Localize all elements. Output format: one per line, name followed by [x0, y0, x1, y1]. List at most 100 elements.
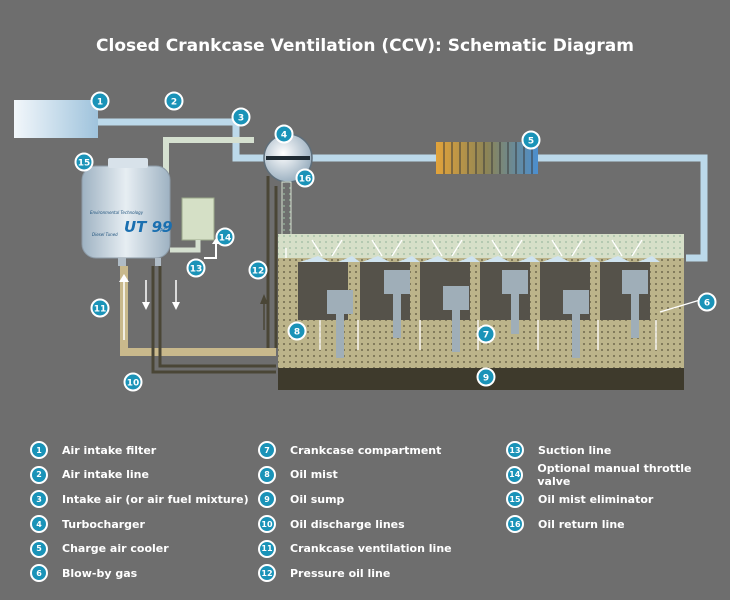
suction-line-lower [170, 240, 201, 253]
legend-badge: 7 [258, 441, 276, 460]
badge-9: 9 [476, 367, 496, 387]
badge-12: 12 [248, 260, 268, 280]
svg-text:3: 3 [238, 114, 244, 124]
badge-15: 15 [74, 152, 94, 172]
badge-16: 16 [295, 168, 315, 188]
legend-item: 6 Blow-by gas [30, 561, 249, 586]
legend-label: Air intake line [62, 468, 149, 482]
legend-label: Blow-by gas [62, 566, 138, 580]
badge-11: 11 [90, 298, 110, 318]
suction-line [163, 137, 254, 198]
legend-badge: 9 [258, 490, 276, 509]
legend-column-3: 13 Suction line 14 Optional manual throttl… [506, 438, 720, 536]
svg-text:12: 12 [252, 267, 265, 277]
intake-valves [300, 256, 660, 262]
legend-item: 13 Suction line [506, 438, 720, 463]
badge-2: 2 [164, 91, 184, 111]
legend-label: Crankcase compartment [290, 443, 442, 457]
legend-label: Suction line [538, 443, 612, 457]
legend-item: 7 Crankcase compartment [258, 438, 452, 463]
legend-badge: 11 [258, 539, 276, 558]
legend-item: 12 Pressure oil line [258, 561, 452, 586]
eliminator-logo-suffix: AG [160, 228, 167, 234]
blow-by-arrows [285, 239, 701, 350]
svg-text:5: 5 [528, 137, 534, 147]
charge-air-line [538, 154, 708, 262]
legend-label: Optional manual throttle valve [537, 461, 692, 488]
svg-text:4: 4 [281, 131, 287, 141]
legend-label: Oil sump [290, 492, 345, 506]
badge-14: 14 [215, 227, 235, 247]
legend-label: Air intake filter [62, 443, 157, 457]
legend-item: 14 Optional manual throttle valve [506, 461, 720, 488]
legend-badge: 4 [30, 515, 48, 534]
legend-item: 4 Turbocharger [30, 512, 249, 537]
crankcase-ventilation-line [120, 266, 276, 356]
legend-label: Intake air (or air fuel mixture) [62, 492, 249, 506]
legend-badge: 2 [30, 465, 48, 484]
legend-badge: 3 [30, 490, 48, 509]
badge-5: 5 [521, 130, 541, 150]
pistons [327, 270, 648, 358]
throttle-valve [181, 197, 215, 241]
badge-13: 13 [186, 258, 206, 278]
badge-1: 1 [90, 91, 110, 111]
badge-7: 7 [476, 324, 496, 344]
legend-badge: 1 [30, 441, 48, 460]
svg-text:7: 7 [483, 331, 489, 341]
legend-item: 10 Oil discharge lines [258, 512, 452, 537]
oil-discharge-lines [151, 266, 276, 374]
legend-item: 8 Oil mist [258, 463, 452, 488]
legend-item: 5 Charge air cooler [30, 536, 249, 561]
badge-3: 3 [231, 107, 251, 127]
badge-6: 6 [697, 292, 717, 312]
svg-text:16: 16 [299, 175, 312, 185]
legend-label: Oil return line [538, 517, 625, 531]
legend-item: 3 Intake air (or air fuel mixture) [30, 487, 249, 512]
legend-badge: 12 [258, 564, 276, 583]
legend-badge: 14 [506, 465, 524, 484]
air-intake-filter [14, 100, 98, 138]
legend-item: 15 Oil mist eliminator [506, 487, 720, 512]
legend-label: Turbocharger [62, 517, 145, 531]
legend-label: Pressure oil line [290, 566, 391, 580]
svg-text:13: 13 [190, 265, 203, 275]
legend-badge: 5 [30, 539, 48, 558]
svg-text:1: 1 [97, 98, 103, 108]
eliminator-logo: UT 99 [124, 218, 173, 236]
svg-text:15: 15 [78, 159, 91, 169]
legend-badge: 6 [30, 564, 48, 583]
eliminator-small-text-1: Environmental Technology [90, 210, 144, 215]
legend-badge: 13 [506, 441, 524, 460]
legend-label: Crankcase ventilation line [290, 542, 452, 556]
legend-item: 11 Crankcase ventilation line [258, 536, 452, 561]
badge-10: 10 [123, 372, 143, 392]
badge-4: 4 [274, 124, 294, 144]
legend-badge: 16 [506, 515, 524, 534]
svg-text:9: 9 [483, 374, 489, 384]
badge-8: 8 [287, 321, 307, 341]
svg-text:11: 11 [94, 305, 107, 315]
legend-item: 16 Oil return line [506, 512, 720, 537]
charge-air-cooler [436, 142, 538, 174]
legend-badge: 15 [506, 490, 524, 509]
svg-text:8: 8 [294, 328, 300, 338]
svg-text:2: 2 [171, 98, 177, 108]
legend-label: Charge air cooler [62, 542, 169, 556]
legend-label: Oil mist [290, 468, 338, 482]
eliminator-small-text-2: Diesel Tuned [92, 232, 118, 237]
legend-item: 1 Air intake filter [30, 438, 249, 463]
svg-text:14: 14 [219, 234, 232, 244]
legend-item: 9 Oil sump [258, 487, 452, 512]
legend-item: 2 Air intake line [30, 463, 249, 488]
svg-text:6: 6 [704, 299, 710, 309]
page-title: Closed Crankcase Ventilation (CCV): Sche… [96, 36, 634, 56]
legend-label: Oil mist eliminator [538, 492, 654, 506]
legend-badge: 8 [258, 465, 276, 484]
legend-column-2: 7 Crankcase compartment 8 Oil mist 9 Oil su… [258, 438, 452, 586]
legend-column-1: 1 Air intake filter 2 Air intake line 3 Int… [30, 438, 249, 586]
legend-badge: 10 [258, 515, 276, 534]
legend-label: Oil discharge lines [290, 517, 405, 531]
